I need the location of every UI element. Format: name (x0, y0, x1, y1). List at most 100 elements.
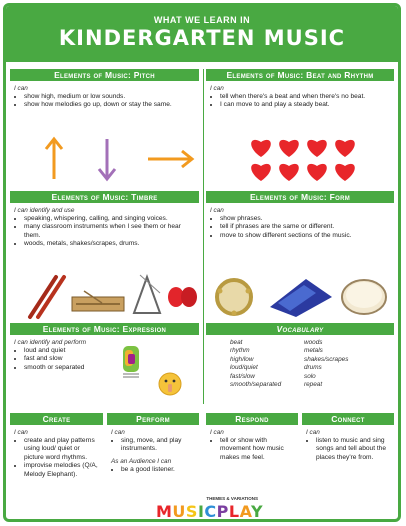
hand-drum-icon (341, 279, 387, 315)
timbre-lead: I can identify and use (14, 207, 75, 214)
vocab-word: smooth/separated (230, 381, 282, 389)
logo-name: MUSICPLAY (156, 502, 266, 521)
list-item: move to show different sections of the m… (220, 232, 390, 240)
form-section: Elements of Music: Form I can show phras… (206, 191, 394, 321)
list-item: loud and quiet (24, 347, 119, 355)
form-lead: I can (210, 207, 224, 214)
list-item: many classroom instruments when I see th… (24, 223, 195, 240)
timbre-instruments (28, 274, 197, 319)
vocab-word: shakes/scrapes (304, 355, 349, 363)
vocab-word: metals (304, 347, 323, 355)
perform-section: Perform I can sing, move, and play instr… (107, 413, 199, 493)
list-item: show how melodies go up, down or stay th… (24, 101, 195, 109)
pitch-header: Elements of Music: Pitch (10, 69, 199, 81)
form-header: Elements of Music: Form (206, 191, 394, 203)
timbre-header: Elements of Music: Timbre (10, 191, 199, 203)
pitch-list: show high, medium or low sounds. show ho… (10, 93, 199, 110)
form-instruments (215, 278, 387, 317)
audience-list: be a good listener. (107, 466, 199, 474)
heart-icon (251, 163, 271, 181)
arrow-right-icon (148, 149, 195, 169)
vocab-word: beat (230, 339, 243, 346)
triangle-icon (132, 274, 162, 314)
vocab-word: rhythm (230, 347, 250, 355)
respond-header: Respond (206, 413, 298, 425)
beat-list: tell when there's a beat and when there'… (206, 93, 394, 110)
respond-list: tell or show with movement how music mak… (206, 437, 298, 462)
loud-character-icon (123, 346, 139, 378)
list-item: smooth or separated (24, 364, 119, 372)
arrow-down-icon (97, 139, 117, 182)
center-divider (203, 69, 204, 404)
title-banner: WHAT WE LEARN IN KINDERGARTEN MUSIC (6, 6, 398, 62)
vocab-word: high/low (230, 355, 254, 363)
list-item: listen to music and sing songs and tell … (316, 437, 390, 462)
list-item: improvise melodies (Q/A, Melody Elephant… (24, 462, 99, 479)
form-list: show phrases. tell if phrases are the sa… (206, 215, 394, 240)
expression-lead: I can identify and perform (14, 339, 87, 346)
hearts-group (251, 139, 355, 181)
logo-letter: U (172, 502, 186, 521)
xylophone-icon (270, 279, 332, 317)
list-item: show high, medium or low sounds. (24, 93, 195, 101)
rhythm-sticks-icon (28, 275, 66, 319)
heart-icon (279, 163, 299, 181)
timbre-section: Elements of Music: Timbre I can identify… (10, 191, 199, 321)
create-lead: I can (14, 429, 28, 436)
list-item: create and play patterns using loud/ qui… (24, 437, 99, 462)
list-item: I can move to and play a steady beat. (220, 101, 390, 109)
expression-list: loud and quiet fast and slow smooth or s… (10, 347, 123, 372)
list-item: be a good listener. (121, 466, 195, 474)
logo-letter: Y (250, 502, 264, 521)
connect-lead: I can (306, 429, 320, 436)
musicplay-logo: THEMES & VARIATIONS MUSICPLAY (156, 496, 266, 521)
logo-letter: A (239, 502, 251, 521)
list-item: show phrases. (220, 215, 390, 223)
expression-images (123, 346, 182, 396)
heart-icon (335, 139, 355, 157)
quiet-face-icon (158, 372, 182, 396)
vocab-word: woods (304, 339, 323, 346)
heart-icon (307, 163, 327, 181)
logo-letter: M (156, 502, 173, 521)
expression-section: Elements of Music: Expression I can iden… (10, 323, 199, 406)
vocab-word: solo (304, 372, 316, 380)
logo-letter: L (228, 502, 240, 521)
tambourine-icon (215, 278, 253, 316)
create-list: create and play patterns using loud/ qui… (10, 437, 103, 479)
vocab-word: fast/slow (230, 372, 255, 380)
perform-list: sing, move, and play instruments. (107, 437, 199, 454)
create-section: Create I can create and play patterns us… (10, 413, 103, 513)
vocab-left-column: beat rhythm high/low loud/quiet fast/slo… (230, 339, 281, 389)
respond-lead: I can (210, 429, 224, 436)
perform-lead: I can (111, 429, 125, 436)
list-item: speaking, whispering, calling, and singi… (24, 215, 195, 223)
pitch-section: Elements of Music: Pitch I can show high… (10, 69, 199, 189)
expression-header: Elements of Music: Expression (10, 323, 199, 335)
heart-icon (251, 139, 271, 157)
pitch-arrows (44, 136, 195, 182)
connect-list: listen to music and sing songs and tell … (302, 437, 394, 462)
logo-letter: C (204, 502, 217, 521)
logo-tagline: THEMES & VARIATIONS (206, 496, 258, 501)
banner-subtitle: WHAT WE LEARN IN (153, 15, 251, 25)
connect-section: Connect I can listen to music and sing s… (302, 413, 394, 493)
beat-lead: I can (210, 85, 224, 92)
create-header: Create (10, 413, 103, 425)
list-item: sing, move, and play instruments. (121, 437, 195, 454)
list-item: tell or show with movement how music mak… (220, 437, 294, 462)
vocabulary-section: Vocabulary beat rhythm high/low loud/qui… (206, 323, 394, 406)
timbre-list: speaking, whispering, calling, and singi… (10, 215, 199, 249)
heart-icon (307, 139, 327, 157)
maracas-icon (168, 287, 197, 307)
list-item: fast and slow (24, 355, 119, 363)
beat-section: Elements of Music: Beat and Rhythm I can… (206, 69, 394, 189)
perform-header: Perform (107, 413, 199, 425)
respond-section: Respond I can tell or show with movement… (206, 413, 298, 493)
pitch-lead: I can (14, 85, 28, 92)
logo-letter: P (216, 502, 229, 521)
vocab-right-column: woods metals shakes/scrapes drums solo r… (304, 339, 348, 389)
list-item: woods, metals, shakes/scrapes, drums. (24, 240, 195, 248)
vocab-word: repeat (304, 381, 323, 389)
list-item: tell when there's a beat and when there'… (220, 93, 390, 101)
